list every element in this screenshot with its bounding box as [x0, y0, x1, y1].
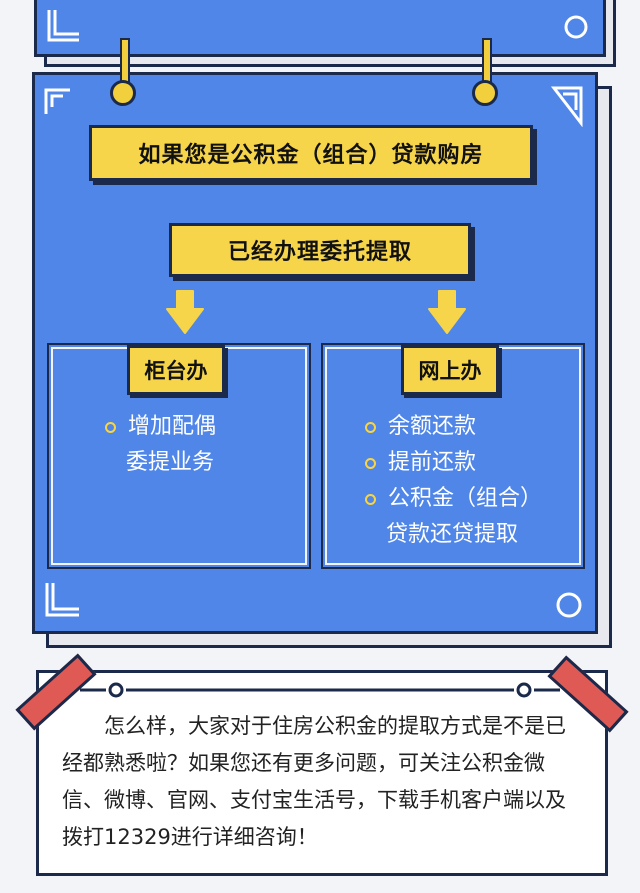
- list-item: 委提业务: [105, 445, 216, 481]
- list-item: 公积金（组合）: [365, 481, 542, 517]
- pin-icon: [472, 80, 498, 106]
- corner-bracket-icon: [47, 10, 79, 42]
- list-item: 提前还款: [365, 445, 542, 481]
- online-item-line: 贷款还贷提取: [386, 522, 519, 547]
- pin-icon: [110, 80, 136, 106]
- down-arrow-icon: [428, 290, 466, 334]
- counter-item-line: 委提业务: [126, 450, 215, 475]
- down-arrow-icon: [166, 290, 204, 334]
- bullet-icon: [105, 421, 116, 433]
- main-title: 如果您是公积金（组合）贷款购房: [89, 125, 533, 181]
- corner-triangle-icon: [551, 86, 583, 127]
- circle-icon: [556, 592, 582, 618]
- main-subtitle: 已经办理委托提取: [169, 223, 471, 277]
- list-item: 贷款还贷提取: [365, 517, 542, 553]
- corner-bracket-icon: [45, 583, 79, 617]
- note-card: [36, 670, 608, 876]
- counter-label: 柜台办: [127, 345, 225, 395]
- counter-item-line: 增加配偶: [128, 414, 217, 439]
- online-item-line: 公积金（组合）: [388, 486, 543, 511]
- bullet-icon: [365, 457, 376, 469]
- bullet-icon: [365, 421, 376, 433]
- online-item-line: 提前还款: [388, 450, 477, 475]
- list-item: 余额还款: [365, 409, 542, 445]
- counter-item-list: 增加配偶 委提业务: [105, 409, 216, 481]
- note-text: 怎么样，大家对于住房公积金的提取方式是不是已经都熟悉啦？如果您还有更多问题，可关…: [62, 714, 566, 849]
- main-panel: 如果您是公积金（组合）贷款购房 已经办理委托提取 柜台办 增加配偶 委提业务 网…: [32, 72, 598, 634]
- online-item-line: 余额还款: [388, 414, 477, 439]
- corner-triangle-icon: [44, 88, 70, 114]
- circle-icon: [564, 15, 588, 39]
- online-label: 网上办: [401, 345, 499, 395]
- list-item: 增加配偶: [105, 409, 216, 445]
- bullet-icon: [365, 493, 376, 505]
- divider-line: [80, 682, 560, 698]
- online-item-list: 余额还款 提前还款 公积金（组合） 贷款还贷提取: [365, 409, 542, 553]
